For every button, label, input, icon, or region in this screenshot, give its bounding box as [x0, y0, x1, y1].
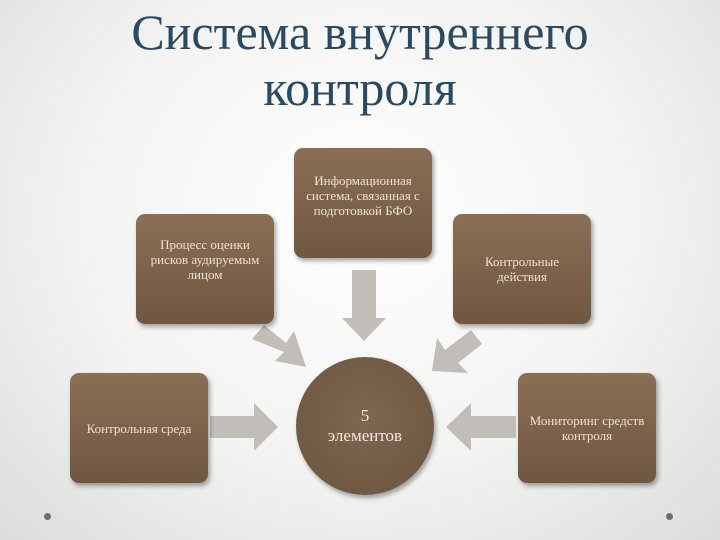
- box-risk-assessment-label: Процесс оценки рисков аудируемым лицом: [150, 237, 260, 282]
- arrow-from-monitoring: [446, 403, 516, 451]
- corner-dot-left: [44, 513, 51, 520]
- slide-title: Система внутреннего контроля: [0, 4, 720, 116]
- title-line-1: Система внутреннего: [131, 4, 589, 60]
- center-count: 5: [360, 406, 370, 425]
- box-control-environment: Контрольная среда: [70, 373, 208, 483]
- box-monitoring-label: Мониторинг средств контроля: [529, 413, 645, 443]
- arrow-from-risk-assessment: [252, 325, 306, 367]
- box-control-actions-label: Контрольные действия: [484, 254, 560, 284]
- box-monitoring: Мониторинг средств контроля: [518, 373, 656, 483]
- box-risk-assessment: Процесс оценки рисков аудируемым лицом: [136, 214, 274, 324]
- center-label: элементов: [327, 426, 403, 445]
- box-info-system: Информационная система, связанная с подг…: [294, 148, 432, 258]
- arrow-from-info-system: [342, 270, 386, 341]
- arrow-from-control-actions: [432, 330, 482, 373]
- box-info-system-label: Информационная система, связанная с подг…: [306, 173, 420, 218]
- arrow-from-control-environment: [210, 403, 278, 451]
- box-control-environment-label: Контрольная среда: [86, 420, 192, 436]
- corner-dot-right: [666, 513, 673, 520]
- box-control-actions: Контрольные действия: [453, 214, 591, 324]
- title-line-2: контроля: [263, 60, 457, 116]
- center-circle: 5 элементов: [296, 357, 434, 495]
